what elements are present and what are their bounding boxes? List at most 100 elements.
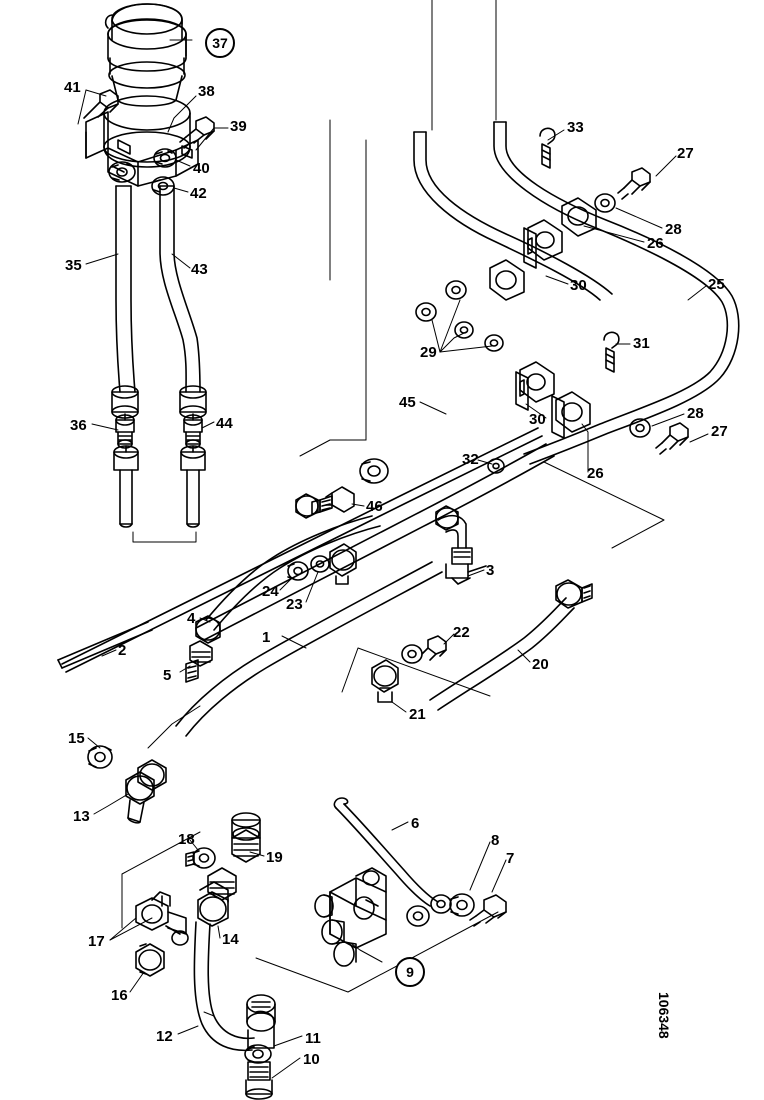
callout-22: 22 <box>453 624 470 641</box>
washer-valve-side <box>406 905 430 927</box>
washer-18 <box>185 847 216 869</box>
nut-11 <box>244 1044 272 1064</box>
callout-24: 24 <box>262 583 279 600</box>
clamp-21 <box>371 659 399 703</box>
tube-20 <box>429 597 575 711</box>
fitting-10 <box>245 1061 273 1100</box>
callout-41: 41 <box>64 79 81 96</box>
washer-15 <box>87 745 113 769</box>
nut-32 <box>487 458 505 474</box>
union-4 <box>185 615 221 683</box>
tube-inner-right <box>413 131 613 301</box>
washer-left <box>108 161 136 183</box>
callout-27-top: 27 <box>677 145 694 162</box>
hose-35 <box>115 185 136 393</box>
union-14 <box>197 881 229 927</box>
callout-7: 7 <box>506 850 515 867</box>
fitting-44 <box>183 413 203 449</box>
callout-8: 8 <box>491 832 500 849</box>
bolt-41 <box>83 89 119 119</box>
hose-end-43 <box>179 385 207 419</box>
fitting-20-top <box>555 579 593 609</box>
callout-33: 33 <box>567 119 584 136</box>
callout-35: 35 <box>65 257 82 274</box>
callout-32: 32 <box>462 451 479 468</box>
callout-43: 43 <box>191 261 208 278</box>
bolt-27-lower <box>655 422 689 455</box>
washer-8b <box>430 894 452 914</box>
callout-25: 25 <box>708 276 725 293</box>
drawing-number: 106348 <box>656 992 672 1039</box>
bolt-7 <box>469 894 507 927</box>
callout-45: 45 <box>399 394 416 411</box>
fitting-13 <box>125 759 167 824</box>
callout-30-mid: 30 <box>529 411 546 428</box>
tube-25 <box>493 121 740 465</box>
callout-44: 44 <box>216 415 233 432</box>
callout-28-top: 28 <box>665 221 682 238</box>
callout-19: 19 <box>266 849 283 866</box>
callout-40: 40 <box>193 160 210 177</box>
hose-1 <box>175 561 443 737</box>
callout-31: 31 <box>633 335 650 352</box>
callout-26-mid: 26 <box>587 465 604 482</box>
callout-15: 15 <box>68 730 85 747</box>
callout-39: 39 <box>230 118 247 135</box>
tube-stub-left <box>113 445 139 528</box>
callout-17: 17 <box>88 933 105 950</box>
callout-14: 14 <box>222 931 239 948</box>
callout-38: 38 <box>198 83 215 100</box>
callout-26-top: 26 <box>647 235 664 252</box>
callout-29: 29 <box>420 344 437 361</box>
washer-above-46 <box>359 458 389 484</box>
tube-stub-right <box>180 445 206 528</box>
clamp-mid <box>329 543 357 585</box>
bolt-31 <box>603 331 620 373</box>
callout-5: 5 <box>163 667 172 684</box>
washer-8 <box>449 893 475 917</box>
valve-block-9 <box>314 867 387 967</box>
callout-10: 10 <box>303 1051 320 1068</box>
washer-28-upper <box>594 193 616 213</box>
tube-45b <box>61 427 543 673</box>
callout-27-mid: 27 <box>711 423 728 440</box>
fitting-36 <box>115 413 135 449</box>
callout-18: 18 <box>178 831 195 848</box>
washer-28-lower <box>629 418 651 438</box>
callout-37: 37 <box>205 28 235 58</box>
callout-42: 42 <box>190 185 207 202</box>
reservoir-body <box>104 3 187 107</box>
bracket-cluster-upper <box>489 197 597 301</box>
callout-36: 36 <box>70 417 87 434</box>
callout-2: 2 <box>118 642 127 659</box>
callout-9: 9 <box>395 957 425 987</box>
callout-3: 3 <box>486 562 495 579</box>
hose-43 <box>159 185 201 393</box>
callout-46: 46 <box>366 498 383 515</box>
nut-19-lower <box>207 867 237 901</box>
bolt-22 <box>401 635 447 664</box>
callout-13: 13 <box>73 808 90 825</box>
callout-16: 16 <box>111 987 128 1004</box>
bolt-33 <box>539 127 556 169</box>
callout-4: 4 <box>187 610 196 627</box>
clamp-ring <box>103 95 191 168</box>
callout-12: 12 <box>156 1028 173 1045</box>
tube-6 <box>333 797 439 907</box>
bracket-17 <box>135 891 189 946</box>
hose-end-35 <box>111 385 139 419</box>
elbow-11 <box>246 994 276 1049</box>
nut-16 <box>135 943 165 977</box>
callout-1: 1 <box>262 629 271 646</box>
callout-21: 21 <box>409 706 426 723</box>
bolt-39 <box>179 116 215 149</box>
fitting-19 <box>231 812 261 863</box>
tube-45 <box>195 443 555 641</box>
elbow-fitting-3 <box>435 505 487 585</box>
hose-2 <box>57 621 153 669</box>
washers-29 <box>415 280 504 352</box>
callout-20: 20 <box>532 656 549 673</box>
washers-23-24 <box>287 555 330 581</box>
